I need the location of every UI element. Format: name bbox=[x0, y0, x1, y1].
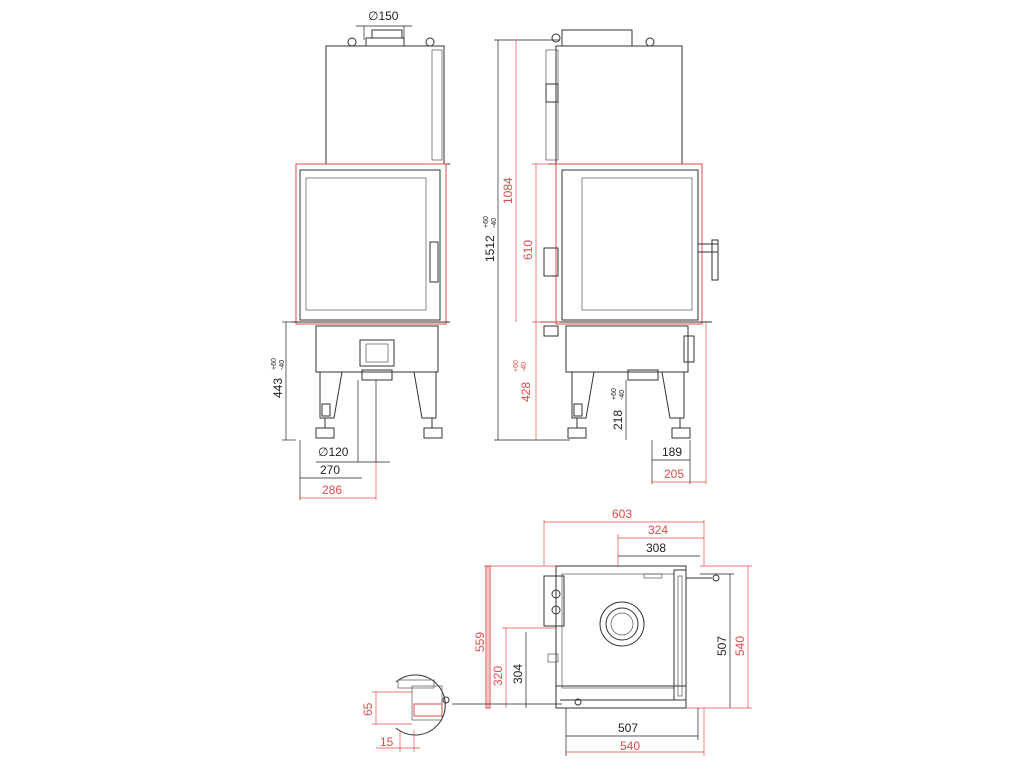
top-width-308: 308 bbox=[646, 541, 666, 555]
front-dimensions: ∅150 443 +60 -40 ∅120 270 286 bbox=[271, 9, 412, 500]
h218-tol-up: +60 bbox=[611, 388, 618, 400]
top-width-507: 507 bbox=[618, 721, 638, 735]
top-height-540: 540 bbox=[733, 636, 747, 656]
h428-tol-up: +60 bbox=[513, 360, 520, 372]
top-height-304: 304 bbox=[511, 664, 525, 684]
height-428: 428 bbox=[519, 382, 533, 402]
detail-width-15: 15 bbox=[380, 735, 394, 749]
top-height-559: 559 bbox=[473, 632, 487, 652]
front-width-270: 270 bbox=[320, 463, 340, 477]
detail-height-65: 65 bbox=[361, 702, 375, 716]
top-dimensions: 603 324 308 559 320 304 507 540 507 540 bbox=[473, 507, 752, 756]
flue-diameter-label: ∅150 bbox=[368, 9, 399, 23]
side-view bbox=[540, 29, 719, 439]
top-width-324: 324 bbox=[648, 523, 668, 537]
total-height-1512: 1512 bbox=[483, 235, 497, 262]
side-dimensions: 1512 +60 -40 1084 610 428 +60 -40 218 +6… bbox=[483, 39, 707, 484]
front-tol-down: -40 bbox=[279, 360, 286, 370]
total-tol-up: +60 bbox=[483, 216, 490, 228]
top-height-320: 320 bbox=[491, 666, 505, 686]
height-610: 610 bbox=[521, 240, 535, 260]
h428-tol-down: -40 bbox=[521, 362, 528, 372]
top-width-540: 540 bbox=[620, 739, 640, 753]
height-218: 218 bbox=[611, 410, 625, 430]
total-tol-down: -40 bbox=[491, 218, 498, 228]
inlet-diameter-label: ∅120 bbox=[318, 445, 349, 459]
top-width-603: 603 bbox=[612, 507, 632, 521]
h218-tol-down: -40 bbox=[619, 390, 626, 400]
front-tol-up: +60 bbox=[271, 358, 278, 370]
front-view bbox=[292, 29, 450, 439]
top-view bbox=[485, 565, 720, 709]
top-height-507: 507 bbox=[715, 636, 729, 656]
front-width-286: 286 bbox=[322, 483, 342, 497]
side-width-205: 205 bbox=[664, 467, 684, 481]
height-1084: 1084 bbox=[501, 177, 515, 204]
corner-detail: 65 15 bbox=[361, 674, 562, 752]
side-width-189: 189 bbox=[662, 445, 682, 459]
front-height-443: 443 bbox=[271, 378, 285, 398]
